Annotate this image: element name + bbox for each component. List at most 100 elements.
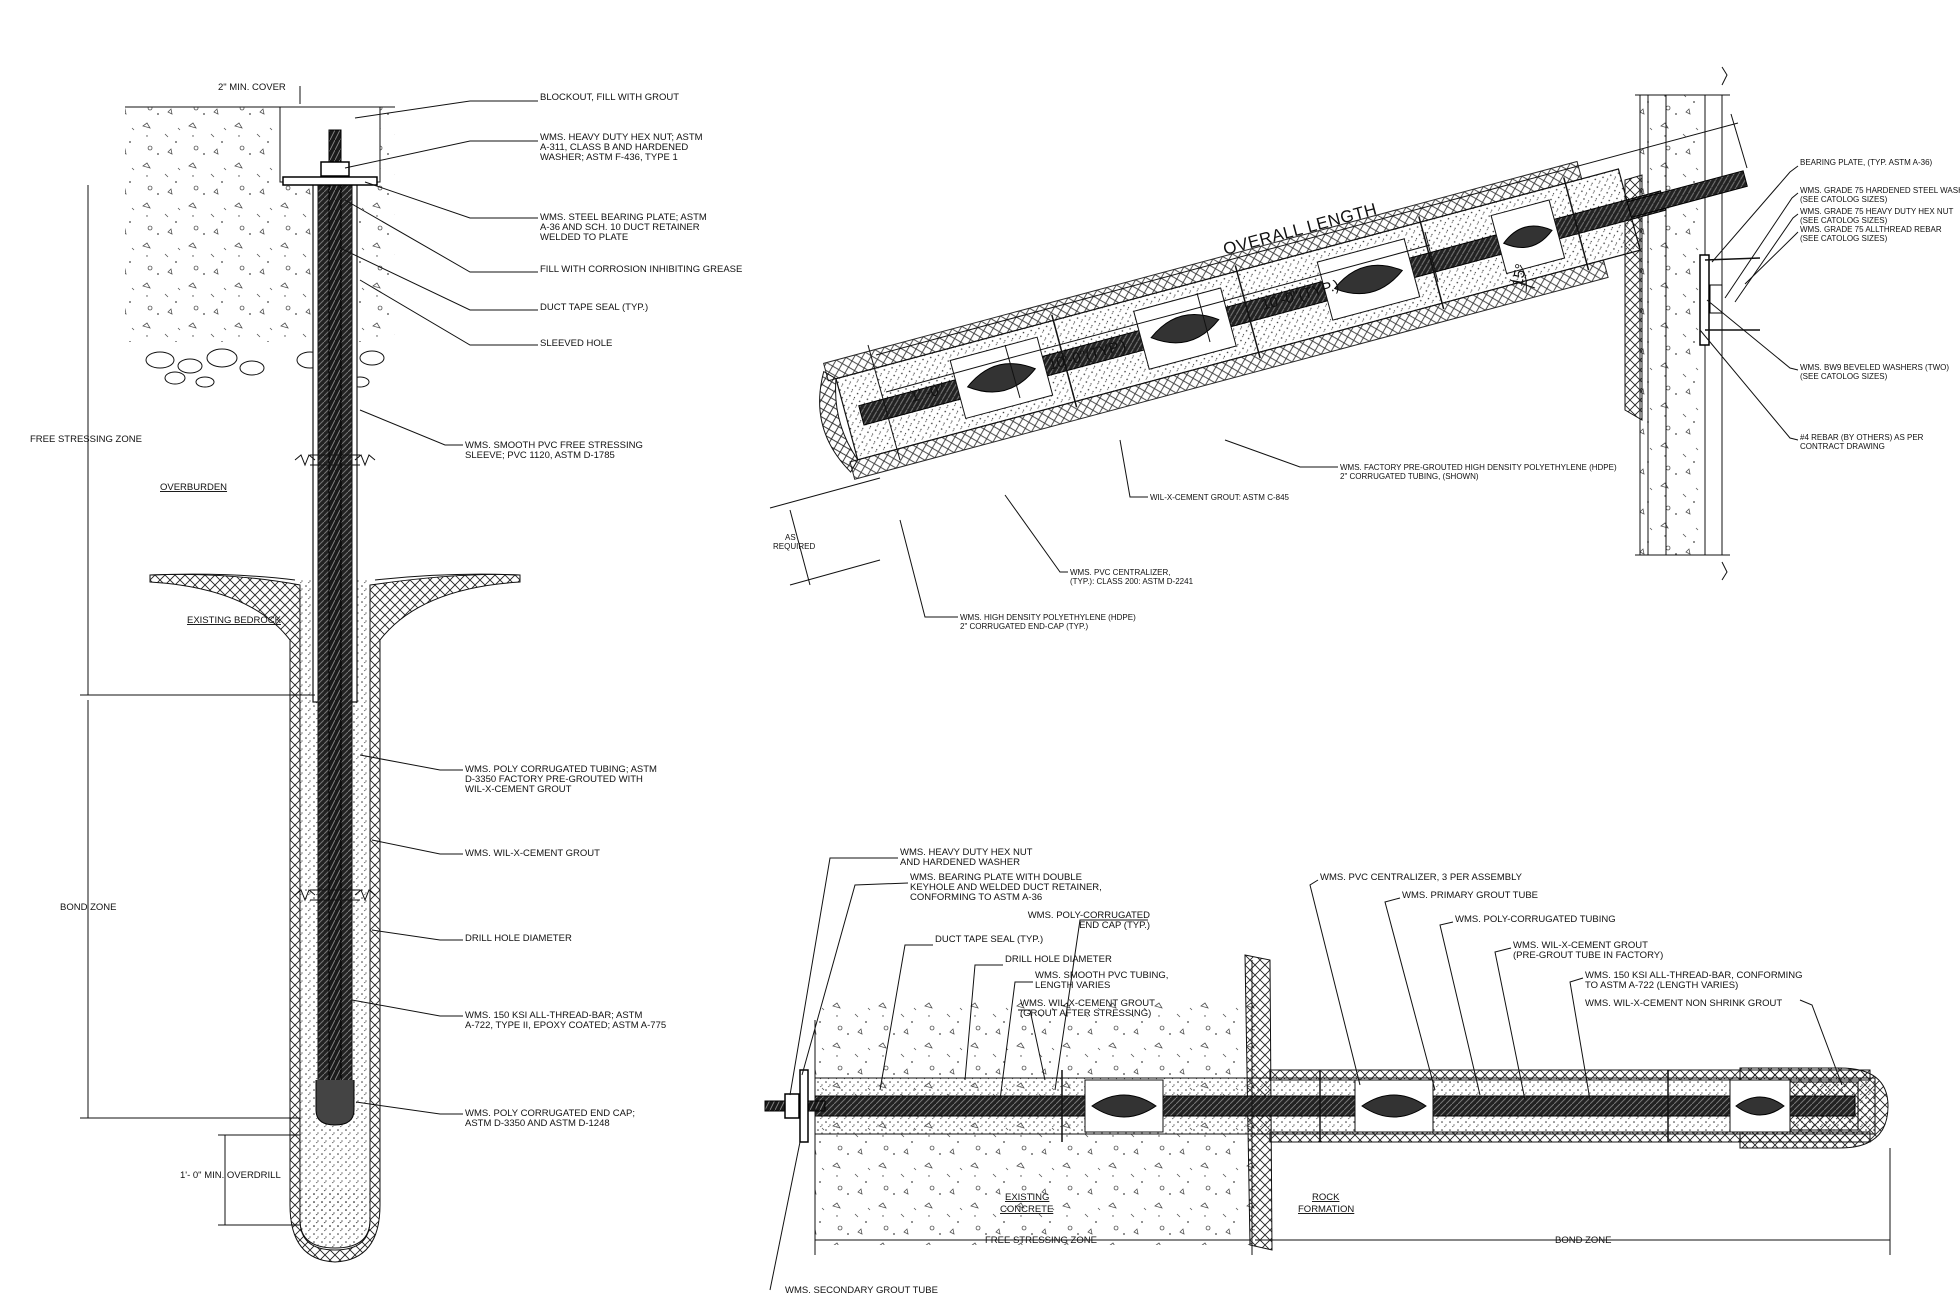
callout-text: A-722, TYPE II, EPOXY COATED; ASTM A-775 xyxy=(465,1020,666,1031)
wall-nut xyxy=(1709,284,1723,314)
callout-text: BEARING PLATE, (TYP. ASTM A-36) xyxy=(1800,158,1933,167)
callout-text: (SEE CATOLOG SIZES) xyxy=(1800,234,1888,243)
callout-text: (PRE-GROUT TUBE IN FACTORY) xyxy=(1513,950,1663,961)
free-stressing-zone-label: FREE STRESSING ZONE xyxy=(30,434,142,445)
leader-line xyxy=(801,882,909,1076)
callout: DRILL HOLE DIAMETER xyxy=(371,929,572,944)
callout-text: 2" CORRUGATED TUBING, (SHOWN) xyxy=(1340,472,1479,481)
leader-line xyxy=(879,944,933,1091)
callout-text: KEYHOLE AND WELDED DUCT RETAINER, xyxy=(910,882,1102,893)
as-required-label-2: REQUIRED xyxy=(773,542,815,551)
callout-text: BLOCKOUT, FILL WITH GROUT xyxy=(540,92,679,103)
callout-text: WMS. HEAVY DUTY HEX NUT; ASTM xyxy=(540,132,703,143)
callout-text: CONTRACT DRAWING xyxy=(1800,442,1885,451)
leader-line xyxy=(359,754,463,771)
callout: FILL WITH CORROSION INHIBITING GREASE xyxy=(344,199,742,275)
callout: WMS. WIL-X-CEMENT GROUT(PRE-GROUT TUBE I… xyxy=(1494,940,1663,1101)
drill-hole-bottom xyxy=(299,1190,371,1249)
callout-text: WIL-X-CEMENT GROUT xyxy=(465,784,572,795)
callout-text: WMS. PRIMARY GROUT TUBE xyxy=(1402,890,1538,901)
as-required-label-1: AS xyxy=(785,533,796,542)
callout-text: WMS. STEEL BEARING PLATE; ASTM xyxy=(540,212,707,223)
leader-line xyxy=(964,964,1003,1081)
callout: WMS. PVC CENTRALIZER,(TYP.): CLASS 200: … xyxy=(1004,494,1194,586)
leader-line xyxy=(1309,879,1361,1086)
inclined-anchor-detail: OVERALL LENGTH 10'-0"(TYP.) 10'-0"(TYP.)… xyxy=(769,66,1960,631)
callout-text: (SEE CATOLOG SIZES) xyxy=(1800,195,1888,204)
callout-text: AND HARDENED WASHER xyxy=(900,857,1020,868)
callout-text: A-311, CLASS B AND HARDENED xyxy=(540,142,688,153)
leader-line xyxy=(1018,1009,1046,1081)
leader-line xyxy=(344,199,538,273)
callout: WMS. PRIMARY GROUT TUBE xyxy=(1384,890,1538,1091)
bottom-bearing-plate xyxy=(799,1069,809,1143)
leader-line xyxy=(899,519,958,618)
overburden-label: OVERBURDEN xyxy=(160,482,227,493)
bottom-nut xyxy=(784,1093,800,1119)
callout-text: (TYP.): CLASS 200: ASTM D-2241 xyxy=(1070,577,1194,586)
callout-text: END CAP (TYP.) xyxy=(1079,920,1150,931)
callout-text: WMS. PVC CENTRALIZER, xyxy=(1070,568,1170,577)
wall-break-marks xyxy=(1721,66,1728,581)
leader-line xyxy=(1724,192,1799,299)
callout-text: WMS. BEARING PLATE WITH DOUBLE xyxy=(910,872,1082,883)
existing-bedrock-label: EXISTING BEDROCK xyxy=(187,615,282,626)
leader-line xyxy=(1711,165,1799,263)
leader-line xyxy=(355,1101,463,1115)
existing-concrete-label-1: EXISTING xyxy=(1005,1192,1049,1203)
left-vertical-anchor-detail: 2" MIN. COVER FREE STRESSING ZONE BOND Z… xyxy=(30,82,742,1263)
callout-text: WMS. FACTORY PRE-GROUTED HIGH DENSITY PO… xyxy=(1340,463,1617,472)
callout-text: WMS. SMOOTH PVC TUBING, xyxy=(1035,970,1168,981)
callout-text: DUCT TAPE SEAL (TYP.) xyxy=(540,302,648,313)
callout-text: WMS. GRADE 75 ALLTHREAD REBAR xyxy=(1800,225,1942,234)
callout-text: DUCT TAPE SEAL (TYP.) xyxy=(935,934,1043,945)
bearing-plate xyxy=(282,176,378,186)
callout-text: DRILL HOLE DIAMETER xyxy=(1005,954,1112,965)
leader-line xyxy=(789,857,898,1096)
callout-text: WMS. 150 KSI ALL-THREAD-BAR, CONFORMING xyxy=(1585,970,1802,981)
callout-text: WELDED TO PLATE xyxy=(540,232,628,243)
concrete-wall xyxy=(1639,94,1706,556)
callout-text: WMS. SMOOTH PVC FREE STRESSING xyxy=(465,440,643,451)
callout: BLOCKOUT, FILL WITH GROUT xyxy=(354,92,679,119)
callout: WMS. BW9 BEVELED WASHERS (TWO)(SEE CATOL… xyxy=(1706,299,1949,381)
leader-line xyxy=(1384,897,1436,1091)
callout-text: WMS. GRADE 75 HARDENED STEEL WASHER xyxy=(1800,186,1960,195)
callout-text: WMS. POLY-CORRUGATED xyxy=(1028,910,1150,921)
callout: BEARING PLATE, (TYP. ASTM A-36) xyxy=(1711,158,1933,263)
left-callouts: BLOCKOUT, FILL WITH GROUT WMS. HEAVY DUTY… xyxy=(339,92,742,1129)
zone-dimension-lines xyxy=(80,86,315,1226)
leader-line xyxy=(1799,999,1843,1086)
callout-text: WMS. HEAVY DUTY HEX NUT xyxy=(900,847,1033,858)
rock-formation-label-1: ROCK xyxy=(1312,1192,1340,1203)
callout-text: WMS. 150 KSI ALL-THREAD-BAR; ASTM xyxy=(465,1010,642,1021)
leader-line xyxy=(371,929,463,941)
leader-line xyxy=(1119,439,1148,498)
callout-text: WMS. PVC CENTRALIZER, 3 PER ASSEMBLY xyxy=(1320,872,1523,883)
horizontal-anchor-detail: EXISTING CONCRETE ROCK FORMATION FREE ST… xyxy=(764,847,1891,1296)
leader-line xyxy=(999,981,1033,1101)
callout-text: 2" CORRUGATED END-CAP (TYP.) xyxy=(960,622,1089,631)
callout-text: WMS. WIL-X-CEMENT NON SHRINK GROUT xyxy=(1585,998,1782,1009)
leader-line xyxy=(359,409,463,446)
poly-end-cap xyxy=(315,1080,355,1126)
callout: WMS. POLY CORRUGATED TUBING; ASTMD-3350 … xyxy=(359,754,657,795)
leader-line xyxy=(1699,329,1799,441)
leader-line xyxy=(1004,494,1068,573)
overall-length-dim xyxy=(769,113,1748,586)
callout-text: WMS. BW9 BEVELED WASHERS (TWO) xyxy=(1800,363,1949,372)
leader-line xyxy=(1744,231,1799,285)
min-cover-label: 2" MIN. COVER xyxy=(218,82,286,93)
bottom-bond-zone-label: BOND ZONE xyxy=(1555,1235,1611,1246)
bottom-break-lines xyxy=(1061,1070,1669,1142)
leader-line xyxy=(1734,213,1799,303)
callout-text: WMS. HIGH DENSITY POLYETHYLENE (HDPE) xyxy=(960,613,1136,622)
bottom-tendon xyxy=(814,1095,1856,1117)
callout-text: LENGTH VARIES xyxy=(1035,980,1110,991)
leader-line xyxy=(1054,919,1148,1091)
angle-label: 15° xyxy=(1509,262,1530,287)
